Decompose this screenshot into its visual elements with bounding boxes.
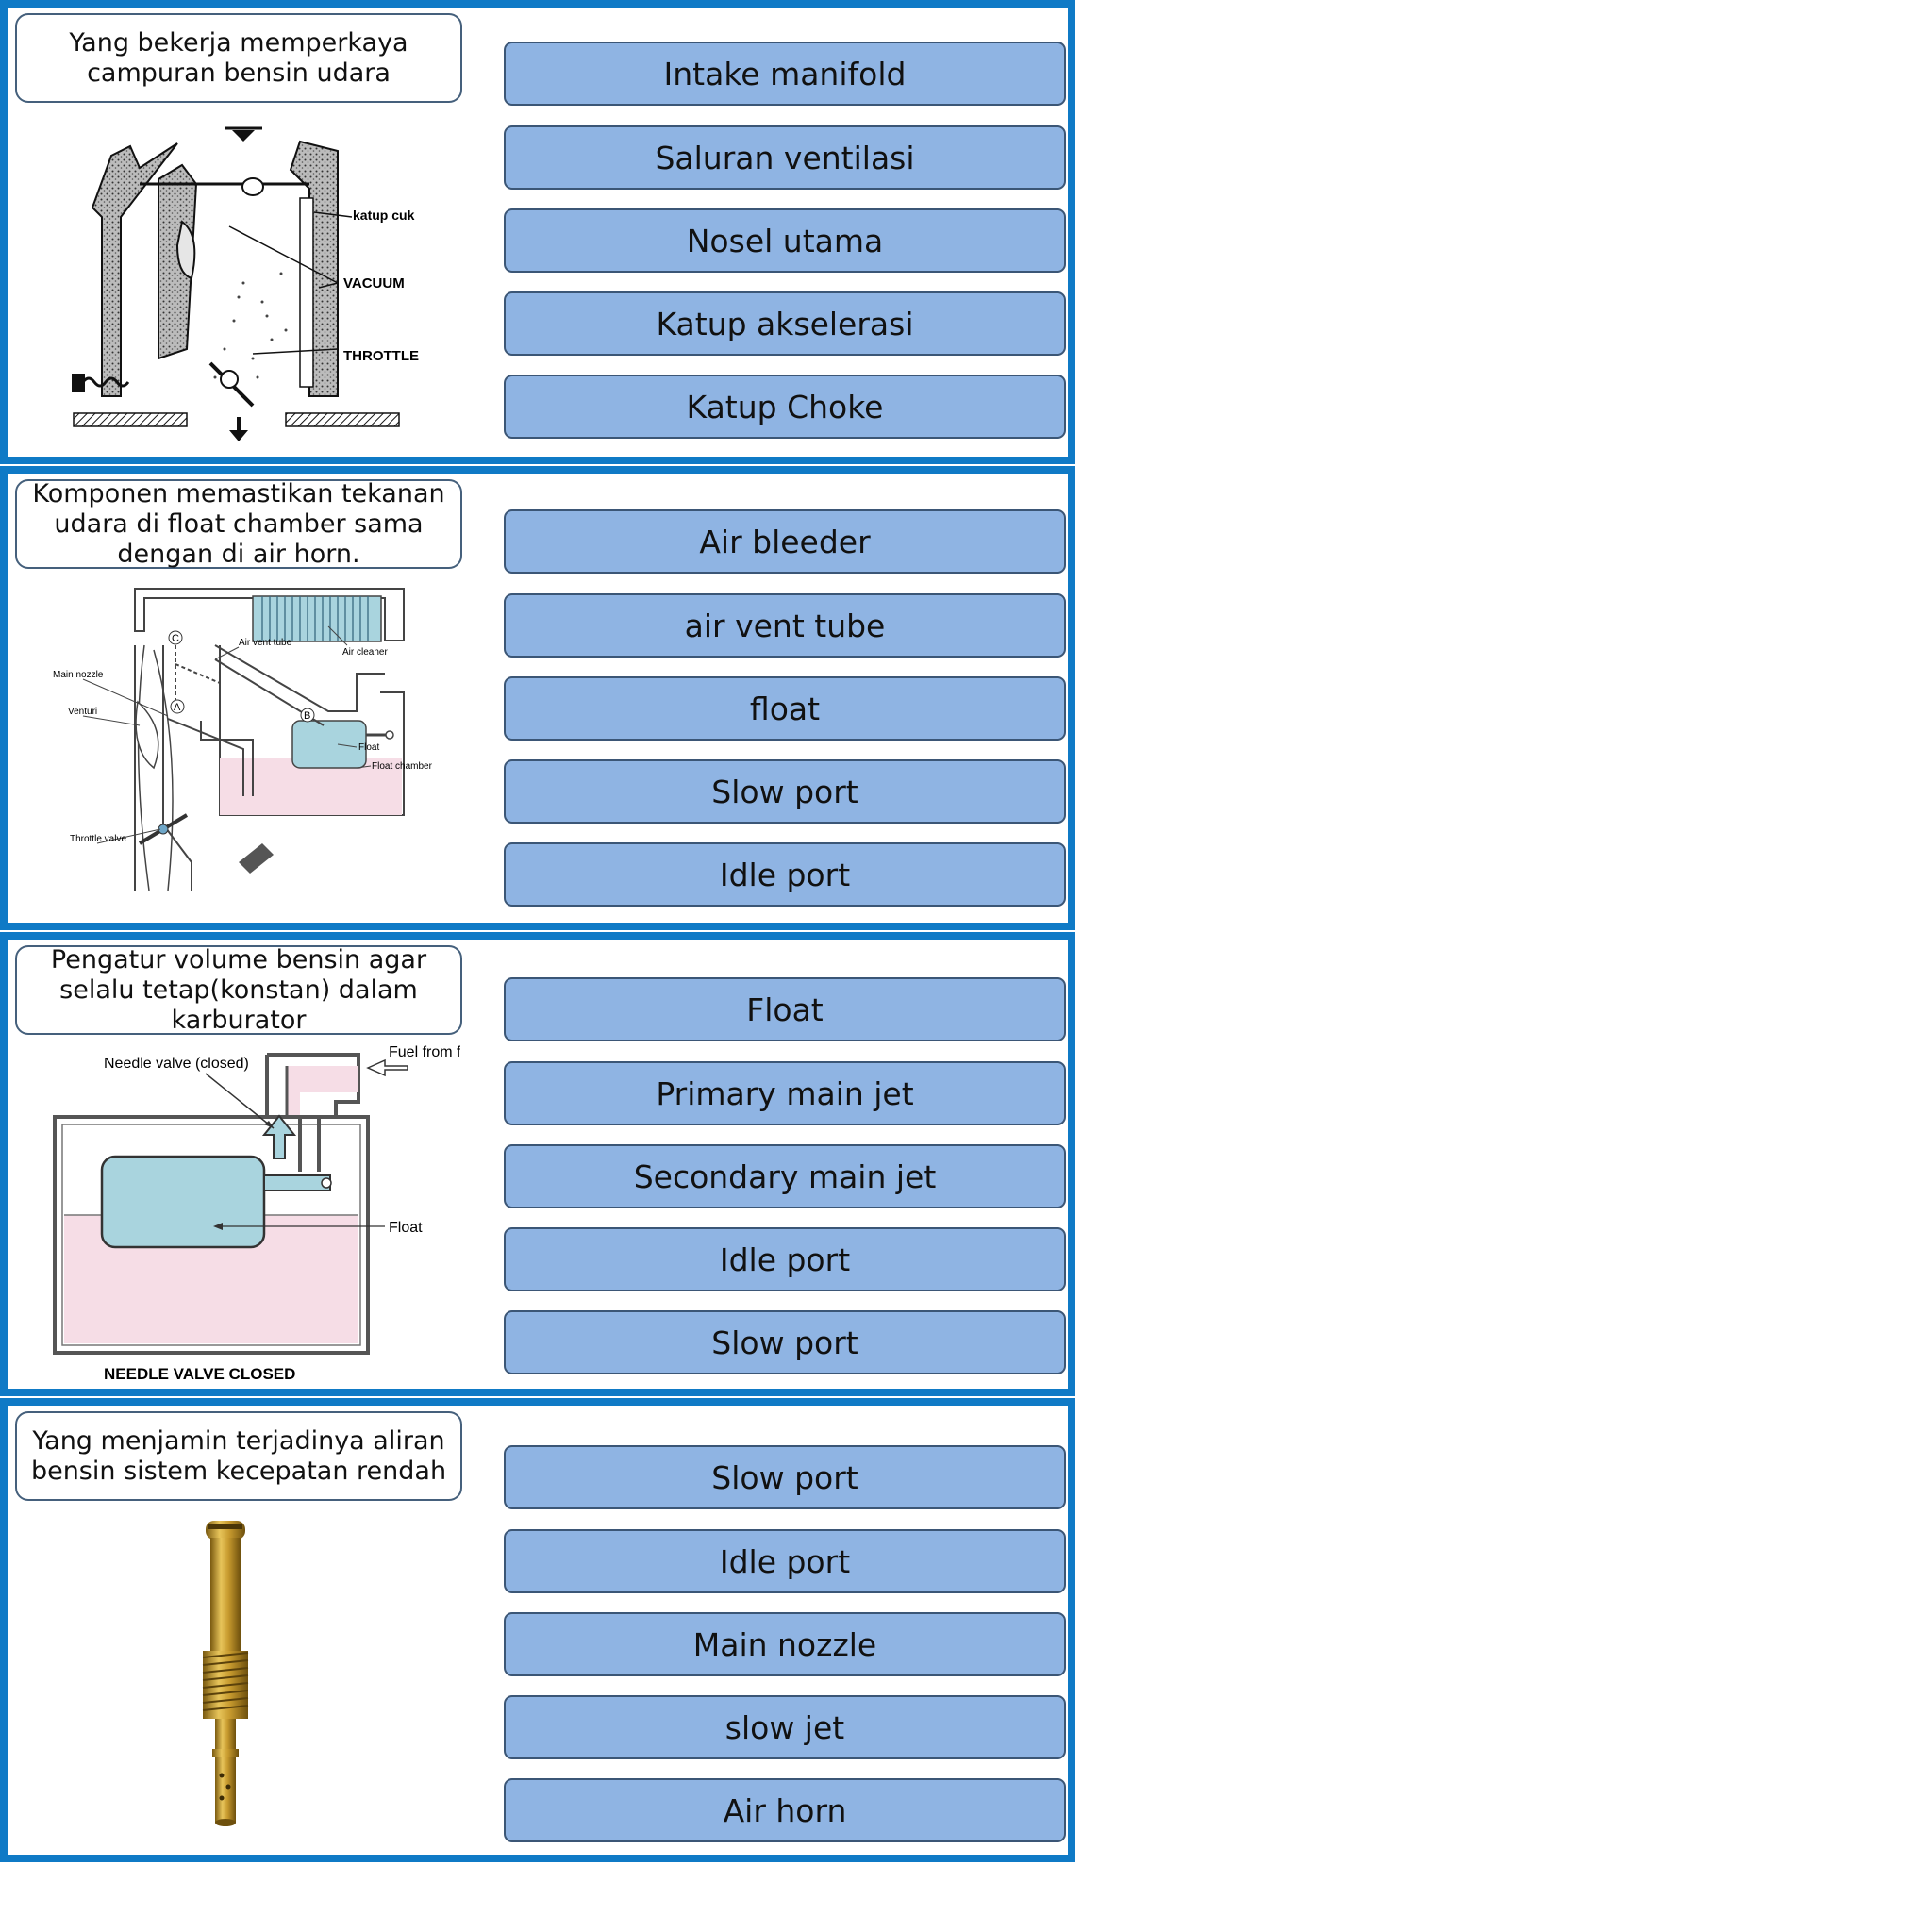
label-air-vent-tube: Air vent tube	[239, 638, 292, 648]
choke-valve-diagram: katup cuk VACUUM THROTTLE	[26, 113, 460, 453]
question-panel-4: Yang menjamin terjadinya aliran bensin s…	[0, 1398, 1075, 1862]
slow-jet-photo	[26, 1511, 460, 1851]
answer-option-2-1[interactable]: Air bleeder	[504, 509, 1066, 574]
label-b: B	[304, 710, 310, 722]
answer-option-1-4[interactable]: Katup akselerasi	[504, 291, 1066, 356]
label-float-chamber: Float chamber	[372, 761, 433, 772]
answer-option-2-3[interactable]: float	[504, 676, 1066, 741]
answer-option-1-1[interactable]: Intake manifold	[504, 42, 1066, 106]
label-a: A	[174, 702, 181, 713]
label-c: C	[172, 633, 179, 644]
answer-option-3-4[interactable]: Idle port	[504, 1227, 1066, 1291]
label-throttle-valve: Throttle valve	[70, 834, 126, 844]
answer-option-4-5[interactable]: Air horn	[504, 1778, 1066, 1842]
label-katup-cuk: katup cuk	[353, 208, 415, 223]
answer-option-4-4[interactable]: slow jet	[504, 1695, 1066, 1759]
answer-option-4-1[interactable]: Slow port	[504, 1445, 1066, 1509]
label-main-nozzle: Main nozzle	[53, 670, 104, 680]
answer-option-2-2[interactable]: air vent tube	[504, 593, 1066, 658]
question-panel-1: Yang bekerja memperkaya campuran bensin …	[0, 0, 1075, 464]
air-vent-tube-diagram: C B A Air vent tube Air cleaner Main noz…	[26, 579, 460, 919]
question-text-2: Komponen memastikan tekanan udara di flo…	[15, 479, 462, 569]
question-text-3: Pengatur volume bensin agar selalu tetap…	[15, 945, 462, 1035]
question-panel-3: Pengatur volume bensin agar selalu tetap…	[0, 932, 1075, 1396]
answer-option-3-5[interactable]: Slow port	[504, 1310, 1066, 1374]
label-throttle: THROTTLE	[343, 348, 419, 364]
label-float-3: Float	[389, 1220, 423, 1236]
label-venturi: Venturi	[68, 707, 97, 717]
label-float: Float	[358, 742, 379, 753]
label-needle-valve-closed: NEEDLE VALVE CLOSED	[104, 1365, 295, 1383]
label-vacuum: VACUUM	[343, 275, 405, 291]
label-fuel-from-pump: Fuel from fuel pump	[389, 1045, 460, 1060]
question-text-1: Yang bekerja memperkaya campuran bensin …	[15, 13, 462, 103]
answer-option-3-3[interactable]: Secondary main jet	[504, 1144, 1066, 1208]
label-air-cleaner: Air cleaner	[342, 647, 388, 658]
answer-option-4-3[interactable]: Main nozzle	[504, 1612, 1066, 1676]
answer-option-1-2[interactable]: Saluran ventilasi	[504, 125, 1066, 190]
answer-option-4-2[interactable]: Idle port	[504, 1529, 1066, 1593]
question-text-4: Yang menjamin terjadinya aliran bensin s…	[15, 1411, 462, 1501]
answer-option-3-2[interactable]: Primary main jet	[504, 1061, 1066, 1125]
needle-valve-diagram: Needle valve (closed) Fuel from fuel pum…	[26, 1045, 460, 1385]
answer-option-1-3[interactable]: Nosel utama	[504, 208, 1066, 273]
answer-option-1-5[interactable]: Katup Choke	[504, 375, 1066, 439]
question-panel-2: Komponen memastikan tekanan udara di flo…	[0, 466, 1075, 930]
answer-option-3-1[interactable]: Float	[504, 977, 1066, 1041]
answer-option-2-4[interactable]: Slow port	[504, 759, 1066, 824]
label-needle-valve: Needle valve (closed)	[104, 1056, 249, 1072]
answer-option-2-5[interactable]: Idle port	[504, 842, 1066, 907]
